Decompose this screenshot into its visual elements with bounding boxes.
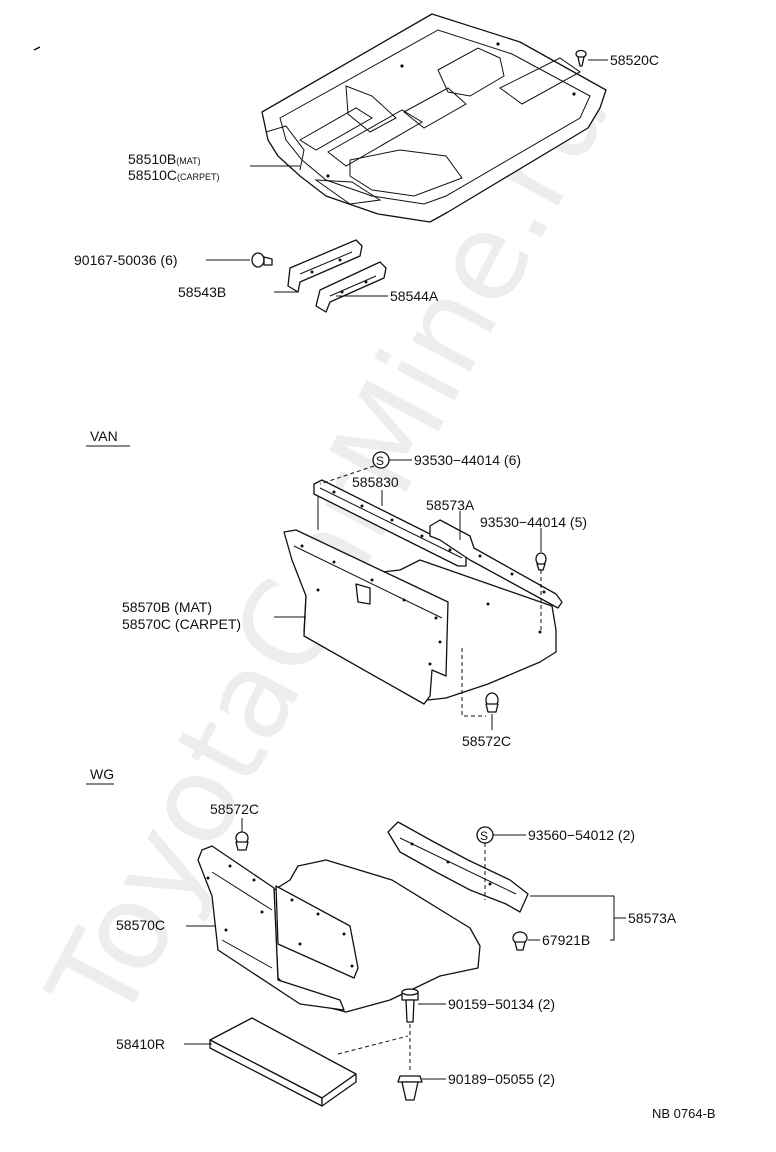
van-clip-58572c-icon xyxy=(485,692,499,713)
van-service-mark-6-icon: S xyxy=(372,451,390,469)
label-van-93530-5: 93530−44014 (5) xyxy=(480,514,587,530)
floor-mat-58510 xyxy=(261,13,607,223)
stray-mark xyxy=(33,46,41,51)
label-58510c-number: 58510C xyxy=(128,167,177,183)
van-dash-58572c xyxy=(461,648,486,717)
wg-dash-58410r xyxy=(337,1035,409,1055)
wg-rail-58573a xyxy=(387,821,529,913)
wg-service-mark-letter: S xyxy=(480,829,488,843)
label-58510c: 58510C(CARPET) xyxy=(128,167,220,183)
wg-rear-mat-58570c xyxy=(197,845,481,1013)
label-wg-90189: 90189−05055 (2) xyxy=(448,1071,555,1087)
label-wg-90159: 90159−50134 (2) xyxy=(448,996,555,1012)
label-wg-58573a: 58573A xyxy=(628,910,677,926)
section-wg-title: WG xyxy=(90,766,114,782)
label-wg-58572c: 58572C xyxy=(210,801,259,817)
label-wg-93560: 93560−54012 (2) xyxy=(528,827,635,843)
wg-clip-90189-icon xyxy=(397,1075,423,1101)
label-58510b-number: 58510B xyxy=(128,151,176,167)
wg-board-58410r xyxy=(209,1017,357,1107)
wg-service-mark-icon: S xyxy=(476,826,494,844)
label-van-58572c: 58572C xyxy=(462,733,511,749)
van-rear-mat-58570 xyxy=(283,484,557,705)
label-wg-67921b: 67921B xyxy=(542,932,590,948)
label-wg-58570c: 58570C xyxy=(116,917,165,933)
van-nut-5-icon xyxy=(535,552,547,571)
van-dash-6 xyxy=(319,465,375,485)
label-58544a: 58544A xyxy=(390,288,439,304)
label-van-585830: 585830 xyxy=(352,474,399,490)
wg-clip-58572c-icon xyxy=(235,831,249,851)
clip-58520c-icon xyxy=(575,49,587,67)
label-58543b: 58543B xyxy=(178,284,226,300)
label-58510b: 58510B(MAT) xyxy=(128,151,201,167)
bracket-58544a xyxy=(315,261,387,313)
label-58520c: 58520C xyxy=(610,52,659,68)
screw-90167-icon xyxy=(251,252,273,268)
bracket-58543b xyxy=(287,239,363,293)
label-van-58573a: 58573A xyxy=(426,497,475,513)
van-service-mark-6-letter: S xyxy=(376,454,384,468)
section-van-title: VAN xyxy=(90,428,118,444)
label-wg-58410r: 58410R xyxy=(116,1036,165,1052)
label-van-58570c: 58570C (CARPET) xyxy=(122,616,241,632)
label-58510c-note: (CARPET) xyxy=(177,172,220,182)
wg-grommet-67921b-icon xyxy=(512,931,528,951)
wg-bolt-90159-icon xyxy=(401,988,419,1023)
van-strip-585830 xyxy=(313,479,467,567)
label-van-58570b: 58570B (MAT) xyxy=(122,599,212,615)
bracket-wg-58573a xyxy=(530,895,626,941)
label-van-93530-6: 93530−44014 (6) xyxy=(414,452,521,468)
diagram-code: NB 0764-B xyxy=(652,1106,716,1121)
label-58510b-note: (MAT) xyxy=(176,156,200,166)
label-90167: 90167-50036 (6) xyxy=(74,252,178,268)
